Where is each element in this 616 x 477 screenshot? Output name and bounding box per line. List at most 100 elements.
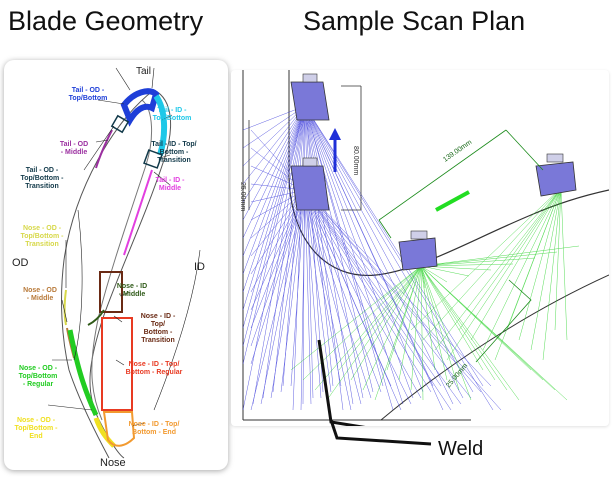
region-label-tail-od-tr: Transition: [25, 183, 58, 190]
blue-beams-ray: [304, 105, 474, 393]
region-label-nose-id-tr: Nose - ID -: [141, 313, 176, 320]
region-nose-id-transition-box: [99, 271, 123, 313]
nose-label: Nose: [100, 457, 126, 469]
blue-beams-ray: [304, 189, 482, 393]
blue-beams-ray: [242, 105, 306, 411]
blue-beams-ray: [304, 189, 452, 411]
region-label-tail-id-tr: Transition: [157, 157, 190, 164]
region-label-nose-od-end: End: [29, 433, 42, 440]
region-label-nose-od-tr: Nose - OD -: [23, 225, 62, 232]
blue-beams-ray: [304, 189, 412, 405]
scan-plan-diagram: 25.00mm 80.00mm 139.00mm 25.00mm: [239, 70, 609, 426]
green-beams-ray: [420, 245, 580, 267]
blue-beams-ray: [242, 105, 306, 131]
green-beams-ray: [326, 265, 422, 401]
blue-beams-ray: [304, 105, 424, 393]
region-label-tail-od-mid: - Middle: [61, 149, 88, 156]
region-label-nose-od-reg: - Regular: [23, 381, 54, 388]
blue-beams-ray: [250, 189, 306, 365]
green-beams-ray: [338, 265, 422, 371]
scan-plan-panel: 25.00mm 80.00mm 139.00mm 25.00mm: [231, 70, 609, 426]
green-beams-ray: [374, 265, 422, 401]
blue-beams-ray: [292, 105, 306, 411]
green-beams-ray: [560, 187, 568, 341]
region-label-tail-od-tr: Top/Bottom -: [20, 175, 64, 182]
blue-beams-ray: [252, 105, 306, 405]
dim-139: 139.00mm: [442, 139, 473, 164]
blade-geometry-diagram: Tail Nose OD ID Tail - OD -Top/BottomTai…: [12, 66, 205, 469]
dimension-lines: [248, 85, 544, 363]
green-beams-ray: [362, 265, 422, 391]
region-label-tail-id-tr: Bottom -: [160, 149, 189, 156]
green-beams-ray: [380, 265, 422, 301]
green-beams-ray: [420, 251, 558, 267]
region-nose-id-middle: [87, 309, 105, 326]
green-beams-ray: [420, 265, 426, 289]
region-nose-id-end: [102, 411, 136, 447]
region-label-tail-id-tb: Top/Bottom: [153, 115, 192, 122]
region-label-tail-id-mid: Middle: [159, 185, 181, 192]
blue-beams-ray: [250, 189, 306, 293]
blue-beams-ray: [304, 189, 442, 387]
green-beams-ray: [422, 187, 562, 341]
probe-upper: [290, 73, 330, 121]
blue-beams-ray: [250, 189, 306, 347]
blade-inner-outline: [91, 99, 153, 421]
green-beams-ray: [530, 187, 562, 351]
green-scan-arrow: [435, 190, 470, 212]
region-nose-od-transition: [63, 289, 67, 326]
blue-beams-ray: [242, 105, 306, 185]
green-beams-ray: [470, 187, 562, 341]
region-label-nose-id-tr: Bottom -: [144, 329, 173, 336]
green-beams-ray: [420, 265, 470, 277]
blue-beams-ray: [304, 189, 422, 399]
blue-beams-ray: [242, 105, 306, 239]
region-label-tail-od-tb: Top/Bottom: [69, 95, 108, 102]
region-nose-id-regular: [101, 317, 133, 411]
green-beams-ray: [314, 265, 422, 391]
blue-beams-ray: [304, 189, 362, 405]
blue-beams-ray: [304, 189, 372, 399]
green-beams-ray: [410, 187, 562, 331]
blue-beams-ray: [304, 105, 454, 405]
region-label-nose-od-tr: Top/Bottom -: [20, 233, 64, 240]
blue-beams-ray: [242, 105, 306, 167]
blue-beams-ray: [262, 105, 306, 399]
region-tail-id-middle: [123, 169, 153, 256]
probe-middle: [398, 230, 438, 271]
leader-lines: [47, 67, 201, 427]
green-beams-ray: [420, 265, 520, 401]
blue-beams-ray: [290, 189, 306, 387]
part-lower-profile: [380, 274, 609, 421]
green-beams-ray: [420, 257, 536, 267]
blue-beams-ray: [304, 189, 322, 399]
blue-beams-ray: [260, 189, 306, 405]
blue-beams-ray: [242, 105, 306, 257]
blue-beams-ray: [280, 189, 306, 393]
probe-right: [535, 153, 577, 197]
weld-label: Weld: [438, 438, 484, 460]
probe-lower: [290, 157, 330, 211]
green-beams-ray: [554, 187, 562, 331]
blue-beams-ray: [304, 189, 342, 387]
green-beams-ray: [458, 187, 562, 331]
green-beams-ray: [420, 265, 424, 401]
blue-beams-ray: [242, 105, 306, 311]
region-label-nose-od-mid: Nose - OD: [23, 287, 57, 294]
od-label: OD: [12, 257, 29, 269]
weld-pointer-ext: [329, 420, 432, 446]
region-label-tail-id-tr: Tail - ID - Top/: [151, 141, 196, 148]
blue-beams-ray: [304, 105, 374, 393]
id-label: ID: [194, 261, 205, 273]
green-beams-ray: [482, 187, 562, 351]
green-beams-ray: [420, 265, 436, 371]
green-beams-ray: [434, 187, 562, 351]
region-tail-od-top-bottom: [120, 88, 160, 127]
scan-plan-title: Sample Scan Plan: [303, 6, 526, 36]
green-beams-ray: [420, 265, 460, 391]
dim-80: 80.00mm: [352, 146, 359, 175]
green-beam-fan: [290, 187, 580, 401]
region-label-nose-id-end: Nose - ID - Top/: [129, 421, 180, 428]
